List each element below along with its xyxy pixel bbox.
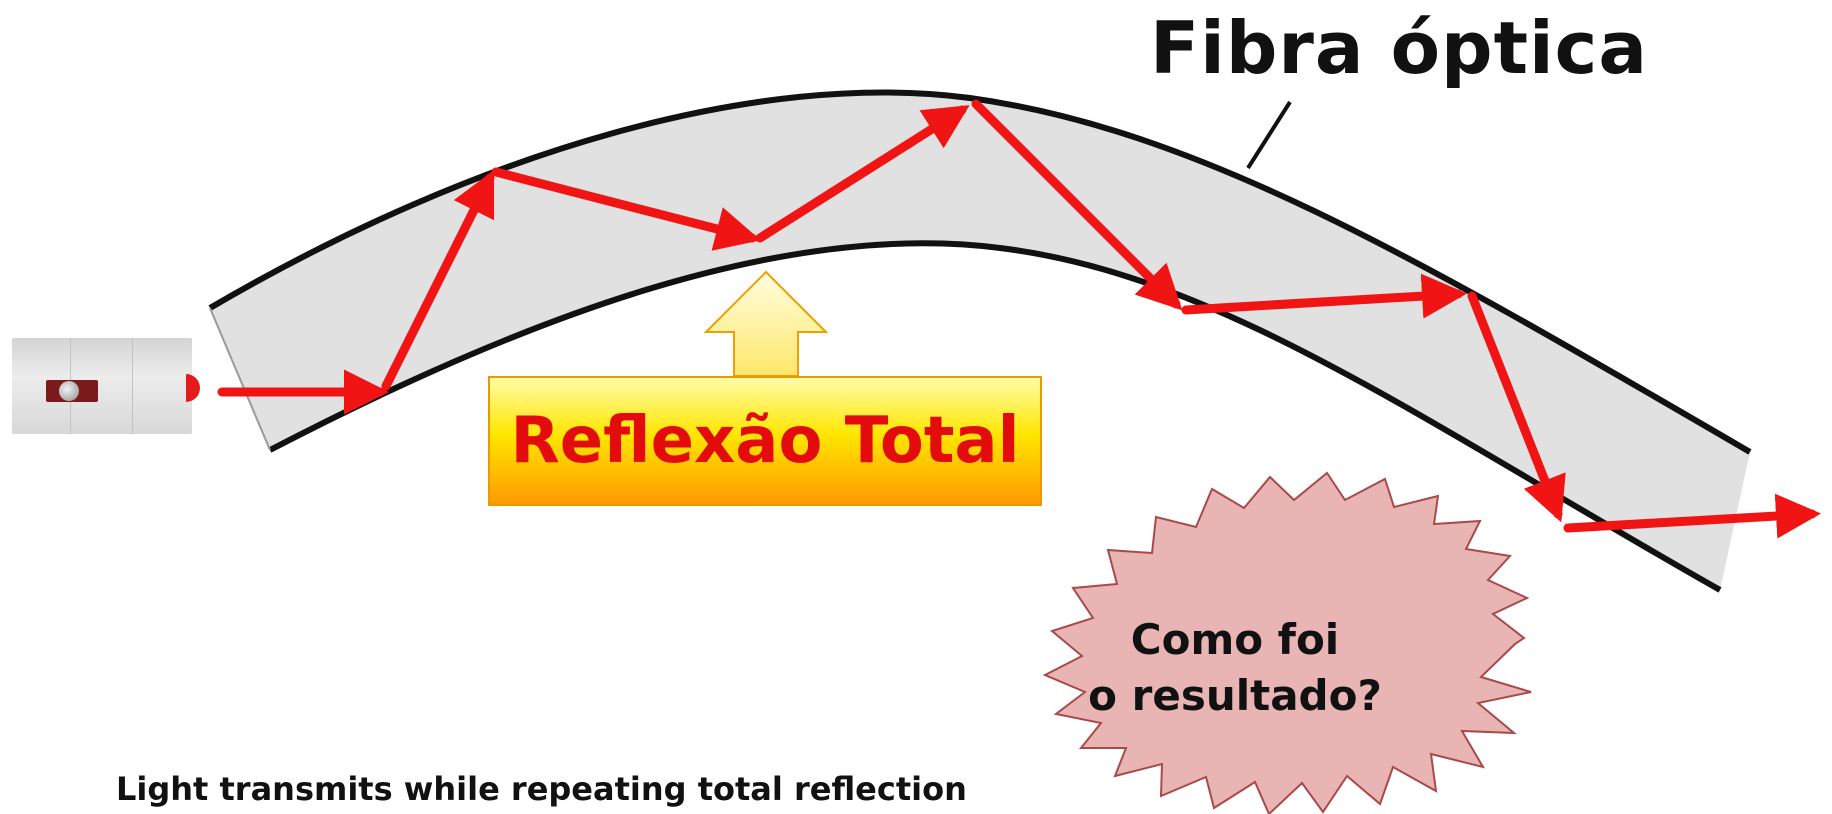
burst-line-2: o resultado? (1088, 671, 1382, 720)
fiber-body (210, 92, 1750, 590)
fiber-left-end (209, 307, 271, 451)
device-knob-icon (59, 381, 79, 401)
caption-text: Light transmits while repeating total re… (116, 770, 967, 808)
question-burst (1042, 471, 1532, 814)
device-seam (132, 338, 133, 434)
ray-segment-3 (491, 167, 761, 251)
ray-segment-5 (971, 99, 1183, 311)
reflection-up-arrow (703, 270, 829, 377)
light-ray-path (217, 99, 1821, 539)
light-source-lens (186, 374, 200, 402)
ray-segment-2 (381, 169, 495, 391)
question-burst-text: Como foi o resultado? (1040, 612, 1430, 724)
ray-segment-4 (755, 105, 970, 243)
total-reflection-label: Reflexão Total (510, 404, 1020, 478)
diagram-title: Fibra óptica (1150, 6, 1648, 90)
light-source-device (12, 338, 192, 434)
device-switch (46, 380, 98, 402)
title-leader-line (1246, 100, 1292, 170)
ray-segment-8 (1563, 493, 1821, 539)
fiber-inner-edge (268, 240, 1722, 593)
burst-line-1: Como foi (1130, 615, 1340, 664)
ray-segment-6 (1181, 273, 1467, 319)
ray-segment-7 (1467, 291, 1566, 523)
total-reflection-box: Reflexão Total (488, 376, 1042, 506)
